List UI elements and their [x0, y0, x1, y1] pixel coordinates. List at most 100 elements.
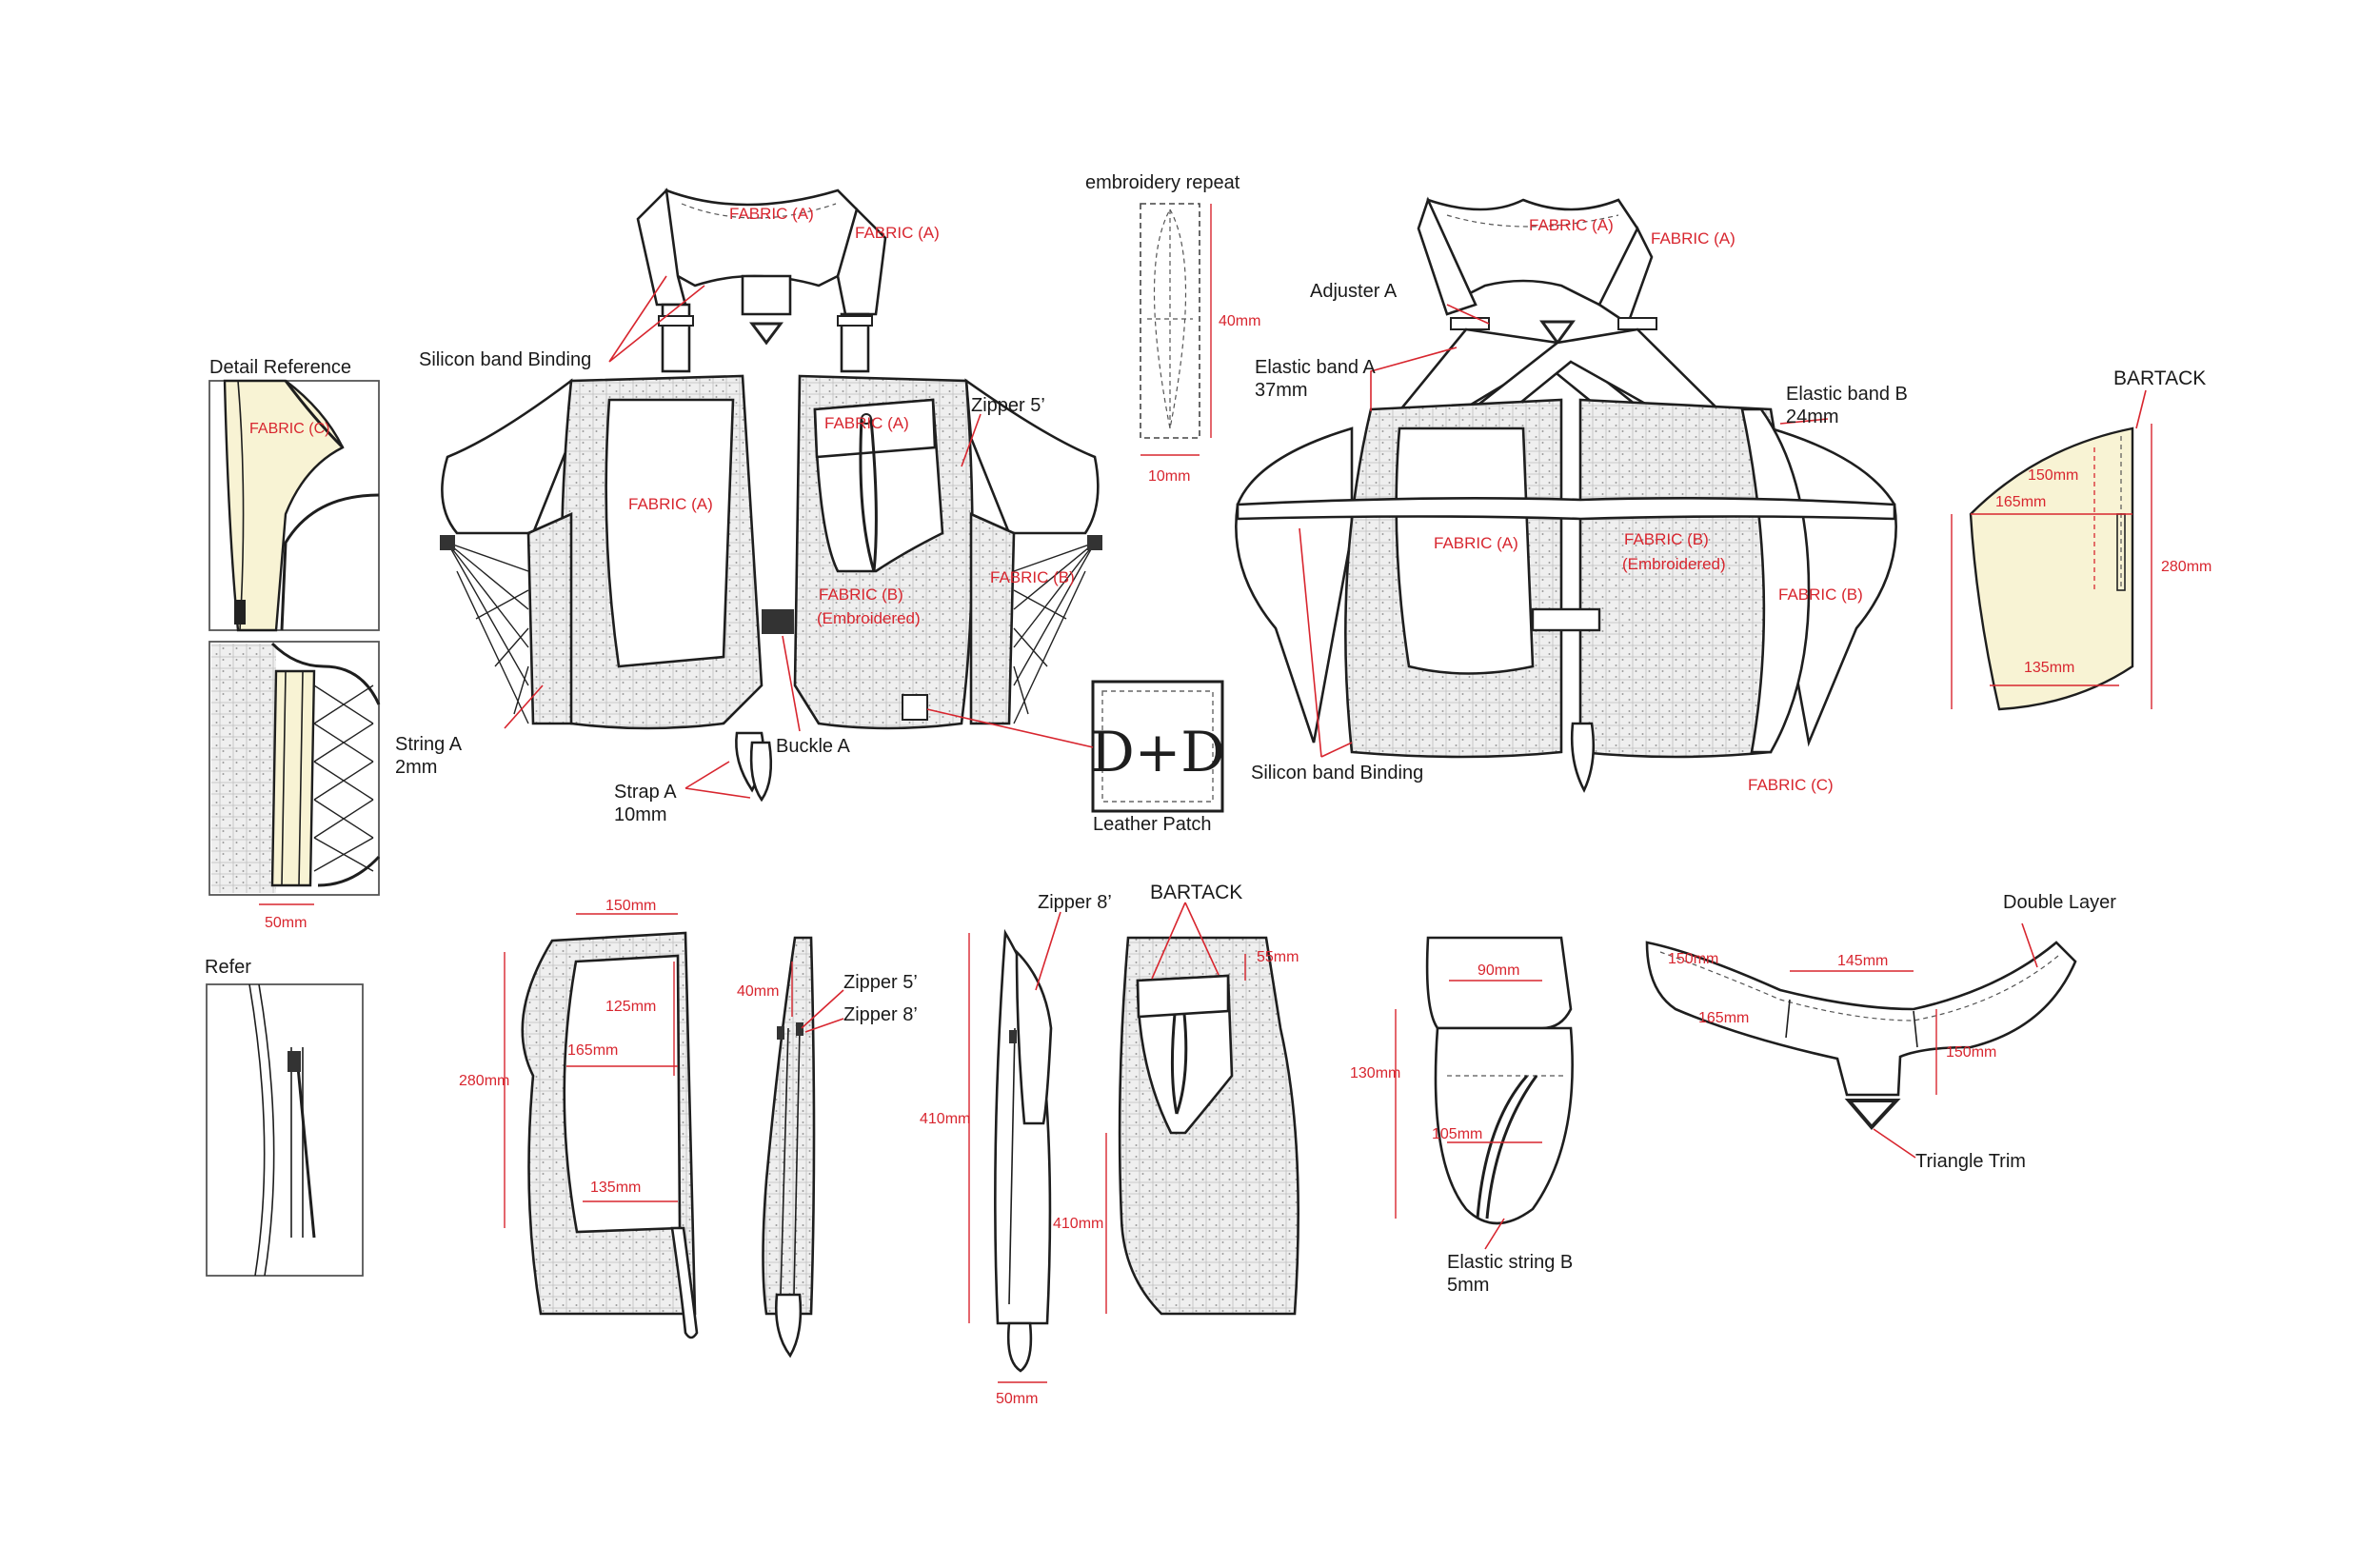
- double-layer-label: Double Layer: [2003, 892, 2116, 913]
- detail-strings: [313, 684, 374, 872]
- back-right-embroidered: (Embroidered): [1622, 555, 1726, 573]
- pocket-detail-group: 90mm 130mm 105mm Elastic string B 5mm: [1350, 936, 1574, 1296]
- yoke-dim-165: 165mm: [1698, 1010, 1749, 1026]
- front-yoke-fabric-a: FABRIC (A): [729, 205, 814, 223]
- refer-zipper-pull-icon: [288, 1051, 301, 1072]
- flat-right-dim-55: 55mm: [1257, 949, 1299, 965]
- back-left-fabric-a-panel: [1395, 426, 1535, 675]
- side-dim-410: 410mm: [920, 1111, 970, 1127]
- side-dim-150: 150mm: [2028, 467, 2078, 484]
- front-leather-patch-icon: [902, 694, 928, 721]
- yoke-dim-145: 145mm: [1837, 953, 1888, 969]
- pocket-zipper-pull-icon: [1009, 1030, 1017, 1043]
- flat-left-panel-group: 150mm 125mm 165mm 135mm 280mm: [459, 898, 699, 1339]
- front-side-fabric-b: FABRIC (B): [990, 568, 1075, 586]
- elastic-band-a-label: Elastic band A: [1255, 357, 1376, 378]
- side-dim-165: 165mm: [1995, 494, 2046, 510]
- flat-left-dim-125: 125mm: [605, 999, 656, 1015]
- triangle-trim-label: Triangle Trim: [1915, 1151, 2026, 1172]
- elastic-string-b-size: 5mm: [1447, 1275, 1489, 1296]
- front-vest-view: FABRIC (A) FABRIC (A) FABRIC (A) FABRIC …: [395, 188, 1102, 825]
- strap-a-label: Strap A: [614, 782, 677, 803]
- string-a-size: 2mm: [395, 757, 437, 778]
- side-panel-cream: [1969, 426, 2134, 711]
- pocket-dim-90: 90mm: [1478, 962, 1519, 979]
- flat-left-dim-150: 150mm: [605, 898, 656, 914]
- detail-reference-group: Detail Reference FABRIC (C) 50mm Refer: [205, 357, 381, 1277]
- side-dim-50: 50mm: [996, 1391, 1038, 1407]
- front-left-slider-icon: [658, 315, 694, 327]
- back-fabric-c: FABRIC (C): [1748, 776, 1834, 794]
- strap-a-size: 10mm: [614, 804, 667, 825]
- pocket-body: [1434, 1026, 1574, 1225]
- front-right-fabric-b: FABRIC (B): [819, 585, 903, 604]
- front-right-slider-icon: [837, 315, 873, 327]
- embroidery-repeat-title: embroidery repeat: [1085, 172, 1240, 193]
- bartack-label-top: BARTACK: [2113, 367, 2206, 389]
- front-silicon-band-label: Silicon band Binding: [419, 349, 591, 370]
- front-left-side-panel: [441, 378, 573, 535]
- front-right-side-panel: [964, 378, 1100, 535]
- side-zipper-pull-icon-1: [777, 1026, 784, 1040]
- back-yoke-fabric-a: FABRIC (A): [1529, 216, 1614, 234]
- zipper-pull-icon: [234, 600, 246, 625]
- back-strap-fabric-a: FABRIC (A): [1651, 229, 1735, 248]
- back-left-fabric-a: FABRIC (A): [1434, 534, 1518, 552]
- front-strap-fabric-a: FABRIC (A): [855, 224, 940, 242]
- front-left-fabric-a: FABRIC (A): [628, 495, 713, 513]
- yoke-dim-150-left: 150mm: [1668, 951, 1718, 967]
- flat-right-dim-410: 410mm: [1053, 1216, 1103, 1232]
- front-right-embroidered: (Embroidered): [817, 609, 921, 627]
- detail-dim-50: 50mm: [265, 915, 307, 931]
- side-dim-40: 40mm: [737, 983, 779, 1000]
- side-zipper-8-label: Zipper 8’: [843, 1004, 918, 1025]
- front-left-lacing-strings: [446, 542, 529, 724]
- leather-patch-label: Leather Patch: [1093, 814, 1212, 835]
- flat-left-fabric-a-panel: [563, 954, 682, 1234]
- back-vest-view: FABRIC (A) FABRIC (A) FABRIC (A) FABRIC …: [1235, 196, 1908, 794]
- fabric-c-highlight: [223, 379, 345, 632]
- back-left-side-panel: [1235, 426, 1354, 744]
- front-zipper-5-label: Zipper 5’: [971, 395, 1045, 416]
- pocket-dim-130: 130mm: [1350, 1065, 1400, 1081]
- flat-left-dim-135: 135mm: [590, 1180, 641, 1196]
- pocket-zipper-8-label: Zipper 8’: [1038, 892, 1112, 913]
- string-a-label: String A: [395, 734, 463, 755]
- embroidery-dim-40: 40mm: [1219, 313, 1260, 329]
- pocket-flap: [1425, 936, 1573, 1030]
- back-elastic-band-a: [1236, 497, 1896, 521]
- detail-reference-title: Detail Reference: [209, 357, 351, 378]
- back-silicon-band-label: Silicon band Binding: [1251, 763, 1423, 783]
- back-side-fabric-b: FABRIC (B): [1778, 585, 1863, 604]
- flat-left-dim-280: 280mm: [459, 1073, 509, 1089]
- side-dim-135: 135mm: [2024, 660, 2074, 676]
- yoke-flat-outline: [1645, 941, 2077, 1097]
- front-triangle-ring-icon: [749, 322, 783, 346]
- back-right-fabric-b: FABRIC (B): [1624, 530, 1709, 548]
- side-panel-bartack-group: BARTACK 150mm 165mm 135mm 280mm: [1951, 367, 2211, 711]
- front-left-fabric-a-panel: [605, 398, 735, 668]
- flat-side-zipper-group: 40mm Zipper 5’ Zipper 8’: [737, 936, 918, 1359]
- bartack-label-mid: BARTACK: [1150, 882, 1242, 903]
- back-adjuster-icon: [1450, 317, 1490, 330]
- pocket-dim-105: 105mm: [1432, 1126, 1482, 1142]
- adjuster-a-label: Adjuster A: [1310, 281, 1398, 302]
- flat-left-dim-165: 165mm: [567, 1042, 618, 1059]
- embroidery-repeat-group: embroidery repeat 40mm 10mm: [1085, 172, 1260, 485]
- flat-right-panel-group: 55mm BARTACK 410mm: [1053, 882, 1299, 1316]
- buckle-a-label: Buckle A: [776, 736, 850, 757]
- front-buckle-icon: [762, 609, 794, 634]
- leather-patch-logo: D+D: [1090, 720, 1225, 784]
- elastic-band-b-size: 24mm: [1786, 407, 1839, 427]
- elastic-band-b-label: Elastic band B: [1786, 384, 1908, 405]
- side-zipper-pull-icon-2: [796, 1022, 803, 1036]
- elastic-string-b-label: Elastic string B: [1447, 1252, 1573, 1273]
- refer-title: Refer: [205, 957, 251, 978]
- triangle-trim-icon: [1844, 1099, 1901, 1131]
- front-pocket-fabric-a: FABRIC (A): [824, 414, 909, 432]
- leather-patch-group: D+D Leather Patch: [926, 680, 1225, 835]
- elastic-band-a-size: 37mm: [1255, 380, 1308, 401]
- side-zipper-5-label: Zipper 5’: [843, 972, 918, 993]
- detail-fabric-c-label: FABRIC (C): [249, 421, 329, 437]
